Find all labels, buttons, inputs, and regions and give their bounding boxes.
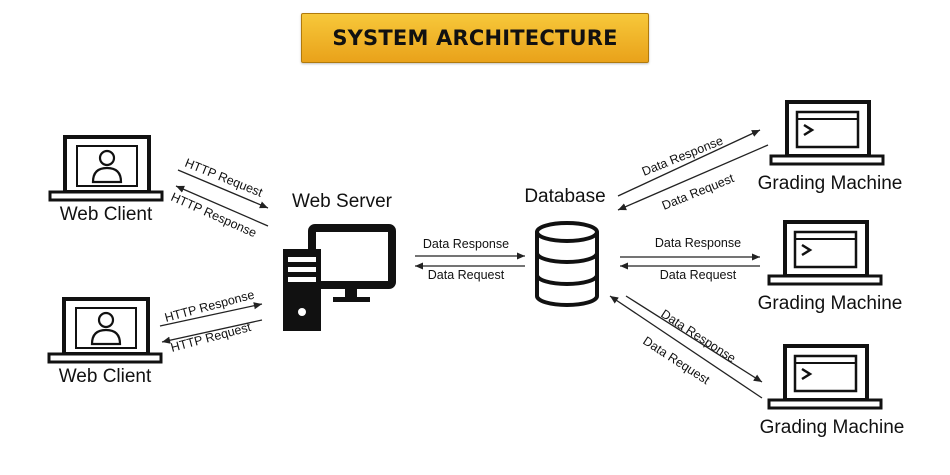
data-request-label: Data Request [660, 171, 737, 213]
web-server-label: Web Server [292, 191, 393, 212]
database-label: Database [524, 186, 605, 207]
grading-machine-2-label: Grading Machine [758, 293, 903, 314]
http-response-label: HTTP Response [169, 190, 259, 240]
http-response-arrow [159, 302, 263, 327]
data-request-arrow [609, 295, 763, 399]
web-client-laptop-icon [48, 135, 164, 202]
web-client-laptop-icon [47, 297, 163, 364]
http-request-label: HTTP Request [169, 320, 253, 355]
web-server-computer-icon [283, 224, 396, 331]
http-response-label: HTTP Response [163, 288, 256, 325]
web-client-bottom-label: Web Client [59, 366, 152, 387]
diagram-title: SYSTEM ARCHITECTURE [332, 26, 618, 50]
web-client-top-label: Web Client [60, 204, 153, 225]
http-request-arrow [177, 169, 269, 209]
data-response-label: Data Response [655, 236, 741, 250]
data-request-arrow [617, 144, 769, 211]
data-response-arrow [625, 295, 763, 383]
data-response-label: Data Response [640, 134, 725, 179]
data-response-label: Data Response [423, 237, 509, 251]
grading-machine-3-label: Grading Machine [760, 417, 905, 438]
data-request-label: Data Request [428, 268, 505, 282]
http-request-arrow [161, 319, 263, 344]
http-response-arrow [175, 185, 269, 227]
data-request-label: Data Request [660, 268, 737, 282]
grading-machine-laptop-icon [767, 344, 883, 410]
grading-machine-laptop-icon [767, 220, 883, 286]
data-response-arrow [617, 129, 761, 197]
grading-machine-1-label: Grading Machine [758, 173, 903, 194]
grading-machine-laptop-icon [769, 100, 885, 166]
title-banner: SYSTEM ARCHITECTURE [301, 13, 649, 63]
database-cylinder-icon [535, 221, 599, 307]
